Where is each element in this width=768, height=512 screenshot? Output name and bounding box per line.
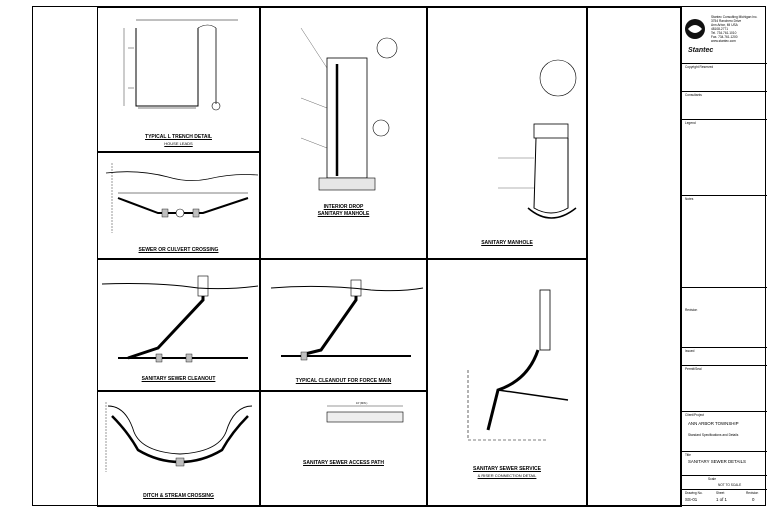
- l-trench-title: TYPICAL L TRENCH DETAIL: [145, 134, 212, 140]
- detail-ditch-crossing: DITCH & STREAM CROSSING: [97, 391, 260, 507]
- drawing-sheet: TYPICAL L TRENCH DETAIL HOUSE LEADS SEWE…: [32, 6, 767, 507]
- l-trench-subtitle: HOUSE LEADS: [164, 141, 193, 146]
- title-label: Title: [685, 453, 691, 457]
- client-name: ANN ARBOR TOWNSHIP: [688, 421, 739, 426]
- scale-label: Scale: [708, 477, 716, 481]
- culvert-crossing-title: SEWER OR CULVERT CROSSING: [138, 247, 219, 253]
- interior-drop-drawing: [300, 27, 398, 191]
- detail-cleanout: SANITARY SEWER CLEANOUT: [97, 259, 260, 391]
- project-name: Standard Specifications and Details: [688, 433, 739, 437]
- revision-no-label: Revision: [746, 491, 759, 495]
- revision-label: Revision: [685, 308, 698, 312]
- access-path-title: SANITARY SEWER ACCESS PATH: [303, 460, 384, 466]
- consultants-label: Consultants: [685, 93, 702, 97]
- force-main-title: TYPICAL CLEANOUT FOR FORCE MAIN: [295, 378, 392, 384]
- detail-l-trench: TYPICAL L TRENCH DETAIL HOUSE LEADS: [97, 7, 260, 152]
- detail-sewer-service: SANITARY SEWER SERVICE & RISER CONNECTIO…: [427, 259, 587, 507]
- detail-access-path: 16' (MIN.) SANITARY SEWER ACCESS PATH: [260, 391, 427, 507]
- copyright-label: Copyright Reserved: [685, 65, 714, 69]
- sanitary-manhole-title: SANITARY MANHOLE: [481, 240, 533, 246]
- sewer-service-title: SANITARY SEWER SERVICE: [473, 466, 541, 472]
- revision-number: 0: [752, 497, 755, 502]
- access-path-drawing: [326, 405, 404, 423]
- sewer-service-subtitle: & RISER CONNECTION DETAIL: [477, 473, 537, 478]
- client-label: Client/Project: [685, 413, 704, 417]
- permit-label: Permit/Seal: [685, 367, 702, 371]
- l-trench-drawing: [123, 19, 238, 111]
- interior-drop-subtitle: SANITARY MANHOLE: [317, 211, 370, 217]
- access-path-dim: 16' (MIN.): [356, 402, 368, 405]
- cleanout-drawing: [101, 275, 259, 363]
- drawing-no-label: Drawing No.: [685, 491, 703, 495]
- drawing-number: SS-01: [685, 497, 698, 502]
- company-address: Stantec Consulting Michigan Inc. 3754 Ra…: [711, 15, 758, 43]
- blank-column: [587, 7, 681, 507]
- sanitary-manhole-drawing: [498, 59, 577, 219]
- ditch-crossing-title: DITCH & STREAM CROSSING: [143, 493, 214, 499]
- culvert-crossing-drawing: [105, 163, 259, 233]
- detail-sanitary-manhole: SANITARY MANHOLE: [427, 7, 587, 259]
- issued-label: Issued: [685, 349, 695, 353]
- sheet-number: 1 of 1: [716, 497, 727, 502]
- detail-force-main: TYPICAL CLEANOUT FOR FORCE MAIN: [260, 259, 427, 391]
- ditch-crossing-drawing: [105, 402, 253, 472]
- sheet-label: Sheet: [716, 491, 725, 495]
- cleanout-title: SANITARY SEWER CLEANOUT: [141, 376, 216, 382]
- sewer-service-drawing: [467, 289, 569, 441]
- title-block: Stantec Stantec Consulting Michigan Inc.…: [681, 7, 767, 507]
- force-main-drawing: [270, 279, 424, 361]
- stantec-logo-icon: [685, 19, 705, 39]
- legend-label: Legend: [685, 121, 696, 125]
- stantec-logo-text: Stantec: [688, 47, 714, 54]
- sheet-title: SANITARY SEWER DETAILS: [688, 459, 746, 464]
- scale-value: NOT TO SCALE: [718, 483, 742, 487]
- detail-interior-drop: INTERIOR DROP SANITARY MANHOLE: [260, 7, 427, 259]
- interior-drop-title: INTERIOR DROP: [323, 204, 364, 210]
- detail-culvert-crossing: SEWER OR CULVERT CROSSING: [97, 152, 260, 259]
- notes-label: Notes: [685, 197, 694, 201]
